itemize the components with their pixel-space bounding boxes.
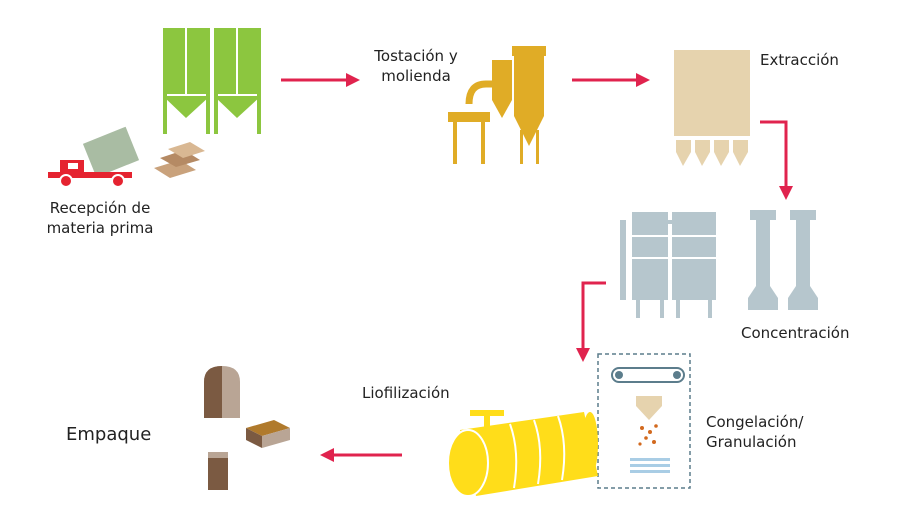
concentrator-icon	[620, 210, 818, 318]
freezing-label: Congelación/ Granulación	[706, 412, 803, 452]
coffee-sacks-icon	[154, 142, 205, 178]
packaging-icon	[204, 366, 290, 490]
arrow-left-icon	[320, 448, 402, 462]
concentration-label: Concentración	[741, 324, 850, 342]
roasting-label-line1: Tostación y	[374, 47, 458, 65]
packaging-label: Empaque	[66, 424, 152, 445]
arrow-right-icon	[281, 73, 360, 87]
freezing-granulation-icon	[597, 353, 691, 489]
arrow-down-icon	[576, 281, 606, 362]
flow-arrows	[281, 73, 793, 462]
storage-silos-icon	[163, 28, 261, 134]
arrow-down-icon	[760, 120, 793, 200]
extraction-label: Extracción	[760, 51, 839, 69]
freeze-drying-label: Liofilización	[362, 384, 450, 402]
freezing-label-line2: Granulación	[706, 433, 797, 451]
roasting-label-line2: molienda	[381, 67, 451, 85]
reception-label-line1: Recepción de	[49, 199, 151, 217]
extractor-icon	[674, 50, 750, 166]
reception-label-line2: materia prima	[46, 219, 154, 237]
truck-dump-box	[82, 126, 140, 178]
reception-label: Recepción de materia prima	[36, 198, 164, 238]
roasting-label: Tostación y molienda	[366, 46, 466, 86]
roaster-grinder-icon	[448, 46, 546, 164]
truck-icon	[48, 126, 140, 188]
arrow-right-icon	[572, 73, 650, 87]
freezing-label-line1: Congelación/	[706, 413, 804, 431]
freeze-dryer-icon	[447, 410, 598, 497]
